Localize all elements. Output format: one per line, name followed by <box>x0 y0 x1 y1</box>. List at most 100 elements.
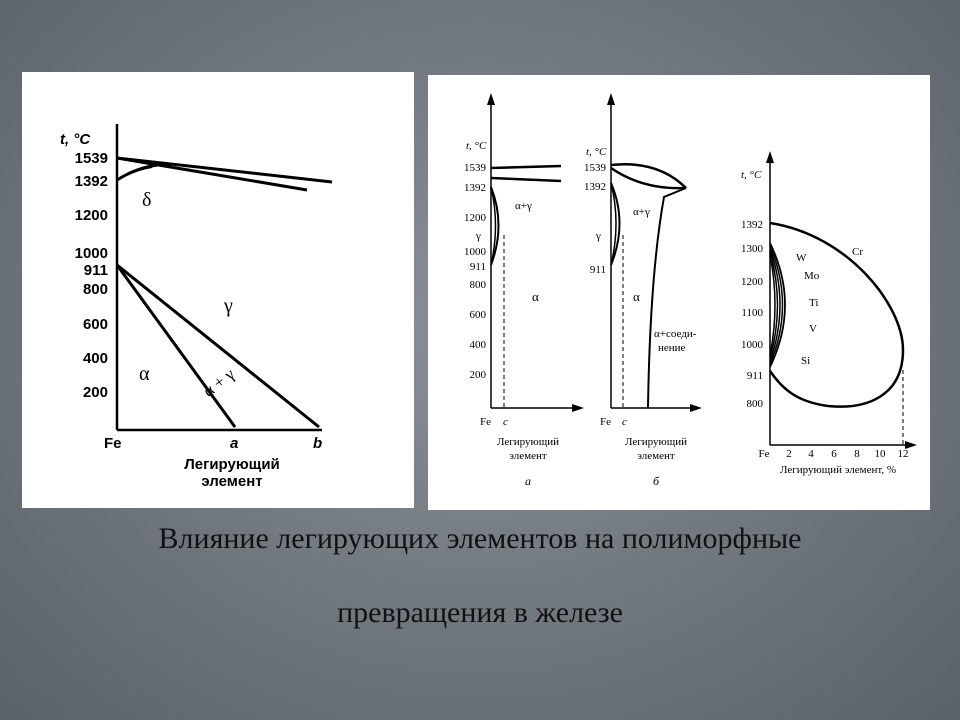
diagram-c-loop-v <box>769 251 779 359</box>
diagram-c-xtick-6: 6 <box>831 448 837 460</box>
left-tick-911: 911 <box>84 262 108 279</box>
diagram-a-line-top <box>490 164 562 170</box>
left-line-delta-lower <box>116 166 153 181</box>
diagram-c-label-cr: Cr <box>852 246 863 258</box>
diagram-c-xtick-8: 8 <box>854 448 860 460</box>
diagram-c-xtick-12: 12 <box>898 448 909 460</box>
left-phase-gamma: γ <box>223 295 233 317</box>
diagram-a-phase-gamma: γ <box>475 230 481 242</box>
diagram-a-line-1392 <box>490 176 562 183</box>
left-phase-diagram: t, °C 1539 1392 1200 1000 911 800 600 40… <box>22 72 414 508</box>
diagram-b-xlabel-line1: Легирующий <box>625 436 687 448</box>
diagram-a-origin: Fe <box>480 416 491 428</box>
slide-caption-line1: Влияние легирующих элементов на полиморф… <box>158 522 802 555</box>
diagram-a-tick-911: 911 <box>470 261 486 273</box>
diagram-a-y-arrow <box>487 93 495 105</box>
diagram-c-tick-911: 911 <box>747 370 763 382</box>
diagram-c-loop-w <box>769 242 786 368</box>
left-phase-alpha-gamma: α + γ <box>199 364 238 401</box>
diagram-c-axis-title: t, °C <box>741 169 762 181</box>
diagram-b-tick-1392: 1392 <box>584 181 606 193</box>
diagram-c-tick-1392: 1392 <box>741 219 763 231</box>
diagram-b-xlabel-line2: элемент <box>637 450 675 462</box>
diagram-c-tick-1300: 1300 <box>741 243 764 255</box>
diagram-a-tick-1200: 1200 <box>464 212 487 224</box>
left-tick-800: 800 <box>83 281 108 298</box>
slide-caption-line2: превращения в железе <box>337 596 623 629</box>
diagram-c-loop-ti <box>769 248 781 362</box>
diagram-c-label-v: V <box>809 323 817 335</box>
diagram-a-tick-600: 600 <box>470 309 487 321</box>
diagram-a-point-c: c <box>503 416 508 428</box>
diagram-a-tick-200: 200 <box>470 369 487 381</box>
diagram-a-xlabel-line1: Легирующий <box>497 436 559 448</box>
left-point-b: b <box>313 435 322 452</box>
diagram-b-sublabel: б <box>653 474 660 488</box>
diagram-c-label-si: Si <box>801 355 810 367</box>
diagram-a-tick-1392: 1392 <box>464 182 486 194</box>
left-line-delta-upper <box>116 156 308 192</box>
left-origin-fe: Fe <box>104 435 122 452</box>
diagram-c-y-arrow <box>766 151 774 163</box>
left-line-to-a <box>115 264 237 428</box>
diagram-b-point-c: c <box>622 416 627 428</box>
diagram-c-label-mo: Mo <box>804 270 820 282</box>
left-point-a: a <box>230 435 238 452</box>
diagram-c-xtick-4: 4 <box>808 448 814 460</box>
diagram-c-tick-1000: 1000 <box>741 339 764 351</box>
diagram-a-tick-400: 400 <box>470 339 487 351</box>
diagram-b-axis-title: t, °C <box>586 146 607 158</box>
diagram-b-tick-1539: 1539 <box>584 162 607 174</box>
diagram-a: t, °C 1539 1392 1200 1000 911 800 600 40… <box>464 93 584 488</box>
diagram-c-tick-1200: 1200 <box>741 276 764 288</box>
left-diagram-svg: t, °C 1539 1392 1200 1000 911 800 600 40… <box>60 124 333 490</box>
diagram-c-x-arrow <box>905 441 917 449</box>
diagram-c-xlabel: Легирующий элемент, % <box>780 464 896 476</box>
diagram-b-x-arrow <box>690 404 702 412</box>
diagram-b-phase-compound-1: α+соеди- <box>654 328 697 340</box>
left-tick-1539: 1539 <box>75 150 108 167</box>
diagram-b-phase-alpha: α <box>633 289 640 304</box>
diagram-a-x-arrow <box>572 404 584 412</box>
diagram-c-label-w: W <box>796 252 807 264</box>
diagram-b-loop-inner <box>610 182 617 266</box>
diagram-b-loop-outer <box>610 182 621 266</box>
diagram-b-solubility-line <box>647 187 687 409</box>
diagram-c-cr-loop <box>768 221 905 408</box>
left-xlabel-line2: элемент <box>201 473 262 490</box>
diagram-a-sublabel: а <box>525 474 531 488</box>
diagram-b-phase-compound-2: нение <box>658 342 686 354</box>
left-xlabel-line1: Легирующий <box>184 456 280 473</box>
left-axis-title: t, °C <box>60 131 91 148</box>
right-diagrams-svg: t, °C 1539 1392 1200 1000 911 800 600 40… <box>464 93 917 488</box>
diagram-c-xtick-2: 2 <box>786 448 792 460</box>
diagram-a-loop-inner <box>490 186 497 266</box>
diagram-b-line-delta <box>610 166 687 190</box>
left-tick-1392: 1392 <box>75 173 108 190</box>
left-phase-alpha: α <box>139 363 150 385</box>
left-line-to-b <box>116 263 320 429</box>
diagram-c-label-ti: Ti <box>809 297 818 309</box>
diagram-a-tick-800: 800 <box>470 279 487 291</box>
diagram-c-xtick-fe: Fe <box>759 448 770 460</box>
diagram-c-xtick-10: 10 <box>875 448 887 460</box>
right-phase-diagrams: t, °C 1539 1392 1200 1000 911 800 600 40… <box>428 75 930 510</box>
left-line-1539 <box>116 156 333 184</box>
diagram-b-phase-gamma: γ <box>595 230 601 242</box>
diagram-a-tick-1000: 1000 <box>464 246 487 258</box>
diagram-b-tick-911: 911 <box>590 264 606 276</box>
diagram-b-y-arrow <box>607 93 615 105</box>
left-tick-1000: 1000 <box>75 245 108 262</box>
left-phase-delta: δ <box>142 189 151 211</box>
diagram-c-tick-800: 800 <box>747 398 764 410</box>
diagram-a-phase-alpha: α <box>532 289 539 304</box>
diagram-b: t, °C 1539 1392 911 α+γ γ α α+соеди- нен… <box>584 93 702 488</box>
diagram-b-phase-alpha-gamma: α+γ <box>633 206 650 218</box>
diagram-a-phase-alpha-gamma: α+γ <box>515 200 532 212</box>
diagram-b-origin: Fe <box>600 416 611 428</box>
diagram-a-axis-title: t, °C <box>466 140 487 152</box>
diagram-a-loop-outer <box>490 186 500 266</box>
diagram-c-loop-mo <box>769 245 784 365</box>
diagram-a-tick-1539: 1539 <box>464 162 487 174</box>
left-tick-600: 600 <box>83 316 108 333</box>
